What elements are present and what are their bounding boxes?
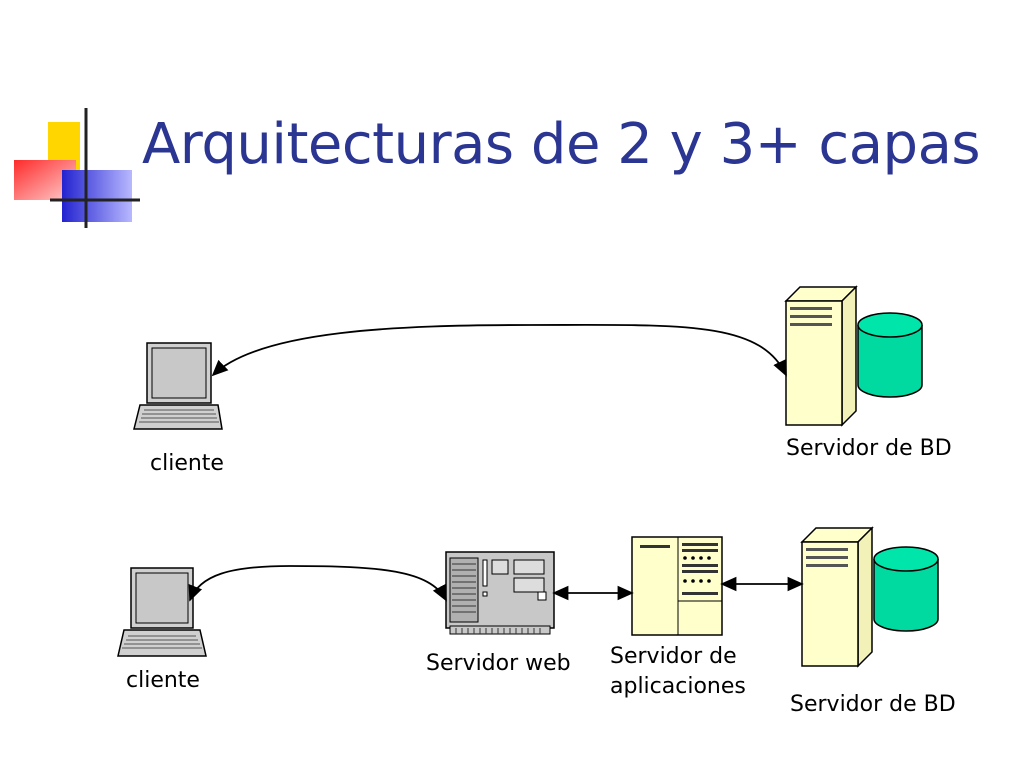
db-server-label: Servidor de BD bbox=[790, 692, 956, 717]
deco-blue-square bbox=[62, 170, 132, 222]
web-server-icon bbox=[445, 551, 555, 635]
connection-client-web bbox=[188, 565, 447, 602]
server-tower-icon bbox=[800, 526, 874, 668]
title-decoration bbox=[14, 108, 980, 228]
client-label: cliente bbox=[150, 451, 224, 476]
laptop-icon bbox=[133, 342, 223, 430]
db-server-label: Servidor de BD bbox=[786, 436, 952, 461]
web-server-label: Servidor web bbox=[426, 651, 571, 676]
laptop-icon bbox=[117, 567, 207, 657]
app-server-label-line1: Servidor de bbox=[610, 644, 737, 669]
database-icon bbox=[857, 312, 923, 398]
app-server-icon bbox=[631, 536, 723, 636]
database-icon bbox=[873, 546, 939, 632]
app-server-label-line2: aplicaciones bbox=[610, 674, 746, 699]
slide-title: Arquitecturas de 2 y 3+ capas bbox=[142, 112, 981, 177]
client-label: cliente bbox=[126, 668, 200, 693]
server-tower-icon bbox=[784, 285, 858, 427]
connection-client-db bbox=[211, 323, 787, 377]
